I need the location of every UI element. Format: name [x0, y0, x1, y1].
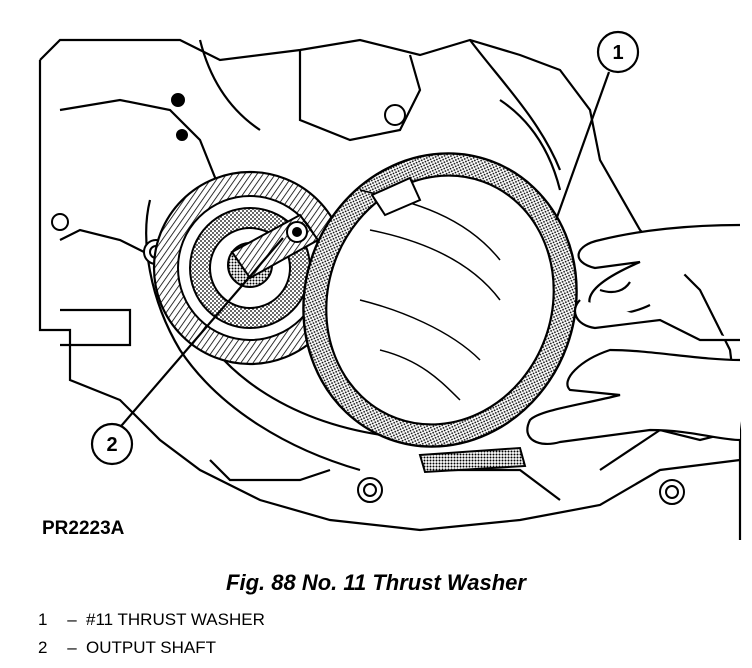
thrust-washer: [302, 152, 578, 448]
bolt-holes: [51, 93, 685, 505]
figure-code: PR2223A: [42, 518, 125, 539]
callout-2: 2: [90, 422, 134, 466]
legend-dash: –: [67, 638, 77, 657]
figure-caption: Fig. 88 No. 11 Thrust Washer: [226, 570, 526, 595]
legend-item: 2 – OUTPUT SHAFT: [38, 638, 216, 658]
legend-number: 2: [38, 638, 48, 657]
legend-number: 1: [38, 610, 48, 629]
legend-label: #11 THRUST WASHER: [86, 610, 265, 629]
transmission-illustration: 1 2: [38, 30, 742, 540]
hands: [526, 223, 741, 446]
gear-teeth: [418, 446, 527, 474]
legend-item: 1 – #11 THRUST WASHER: [38, 610, 265, 630]
legend-dash: –: [67, 610, 77, 629]
callout-2-label: 2: [106, 434, 117, 456]
legend-label: OUTPUT SHAFT: [86, 638, 217, 657]
callout-1-label: 1: [612, 42, 623, 64]
leader-lines: [115, 71, 611, 433]
callout-1: 1: [596, 30, 640, 74]
